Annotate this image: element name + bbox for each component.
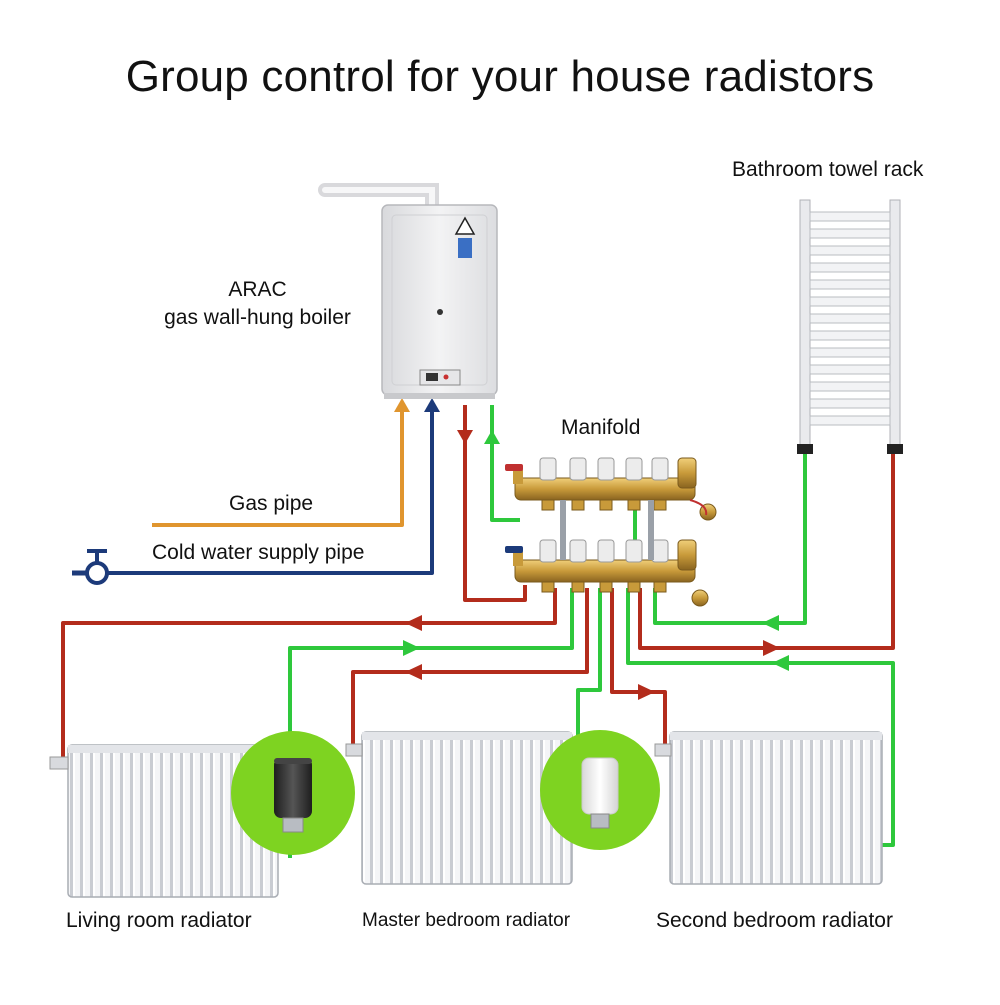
thermostat-valve-white-icon[interactable]	[540, 730, 660, 850]
cold-water-label: Cold water supply pipe	[152, 541, 365, 564]
cold-water-pipe	[80, 410, 434, 575]
boiler-return-pipe	[490, 405, 520, 522]
towel-rack-bar	[809, 262, 891, 273]
cold-water-valve[interactable]	[72, 549, 109, 585]
towel-rack-bar	[809, 279, 891, 290]
manifold-port	[539, 457, 557, 511]
return-master-bedroom	[576, 588, 602, 745]
boiler-label-type: gas wall-hung boiler	[164, 306, 351, 329]
arrow-second-right	[638, 684, 655, 700]
supply-master-bedroom	[351, 588, 589, 745]
master-bedroom-radiator-label: Master bedroom radiator	[362, 910, 571, 931]
manifold-port	[651, 457, 669, 511]
page-title: Group control for your house radistors	[125, 52, 875, 101]
arrow-towel-return	[762, 615, 779, 631]
towel-rack-bar	[809, 381, 891, 392]
gas-boiler	[318, 183, 498, 399]
manifold-port	[569, 539, 587, 593]
manifold-port	[539, 539, 557, 593]
valve-handle-upper[interactable]	[505, 464, 523, 484]
towel-rack	[797, 199, 903, 454]
manifold-label: Manifold	[561, 416, 641, 439]
boiler-label-brand: ARAC	[228, 278, 287, 301]
arrow-supply-down	[457, 430, 473, 444]
valve-handle-lower[interactable]	[505, 546, 523, 566]
towel-rack-bar	[809, 296, 891, 307]
supply-living-room	[61, 588, 557, 758]
gas-pipe	[152, 410, 404, 527]
flow-arrows	[394, 398, 789, 700]
arrow-master-left	[405, 664, 422, 680]
manifold-port	[597, 457, 615, 511]
towel-rack-bar	[809, 228, 891, 239]
warning-icon	[454, 216, 476, 235]
arrow-second-return	[772, 655, 789, 671]
pipes	[61, 405, 895, 858]
towel-rack-bar	[809, 347, 891, 358]
arrow-cold	[424, 398, 440, 412]
arrow-towel-right	[763, 640, 780, 656]
towel-valve-right	[887, 444, 903, 454]
living-room-radiator-label: Living room radiator	[66, 909, 252, 932]
manifold-port	[625, 457, 643, 511]
boiler-label: ARAC gas wall-hung boiler	[130, 276, 385, 332]
towel-rack-label: Bathroom towel rack	[732, 158, 924, 181]
manifold-port	[625, 539, 643, 593]
return-second-bedroom	[626, 588, 895, 847]
arrow-living-return	[403, 640, 420, 656]
towel-rack-bar	[809, 245, 891, 256]
boiler-sticker	[458, 238, 472, 258]
towel-rack-bar	[809, 211, 891, 222]
arrow-living-left	[405, 615, 422, 631]
second-bedroom-radiator	[654, 731, 883, 885]
manifold-port	[597, 539, 615, 593]
thermostat-valve-black-icon[interactable]	[231, 731, 355, 855]
manifold-port	[569, 457, 587, 511]
towel-rack-bar	[809, 415, 891, 426]
towel-rack-bar	[809, 313, 891, 324]
arrow-gas	[394, 398, 410, 412]
boiler-indicator	[437, 309, 443, 315]
boiler-supply-pipe	[463, 405, 527, 602]
towel-valve-left	[797, 444, 813, 454]
manifold	[505, 457, 717, 607]
arrow-return-up	[484, 430, 500, 444]
towel-rack-bar	[809, 330, 891, 341]
return-towel-rack	[653, 452, 807, 625]
towel-rack-bar	[809, 364, 891, 375]
towel-rack-bar	[809, 398, 891, 409]
gas-pipe-label: Gas pipe	[229, 492, 314, 515]
second-bedroom-radiator-label: Second bedroom radiator	[656, 909, 893, 932]
master-bedroom-radiator	[345, 731, 573, 885]
